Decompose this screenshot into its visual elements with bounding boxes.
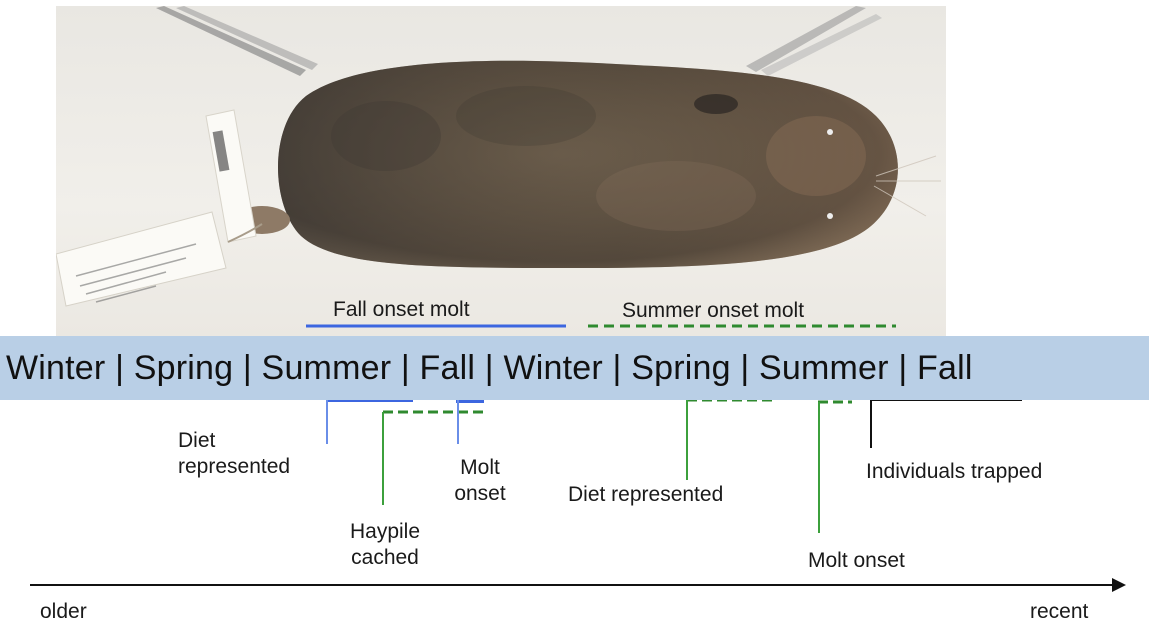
axis-recent-label: recent bbox=[1030, 599, 1088, 625]
diet-2-label: Diet represented bbox=[568, 482, 723, 508]
season-sequence: Winter | Spring | Summer | Fall | Winter… bbox=[6, 343, 973, 393]
fall-molt-label: Fall onset molt bbox=[333, 297, 470, 323]
time-axis-arrowhead bbox=[1112, 578, 1126, 592]
molt-2-label: Molt onset bbox=[808, 548, 905, 574]
axis-older-label: older bbox=[40, 599, 87, 625]
summer-molt-label: Summer onset molt bbox=[622, 298, 804, 324]
trapped-label: Individuals trapped bbox=[866, 459, 1042, 485]
